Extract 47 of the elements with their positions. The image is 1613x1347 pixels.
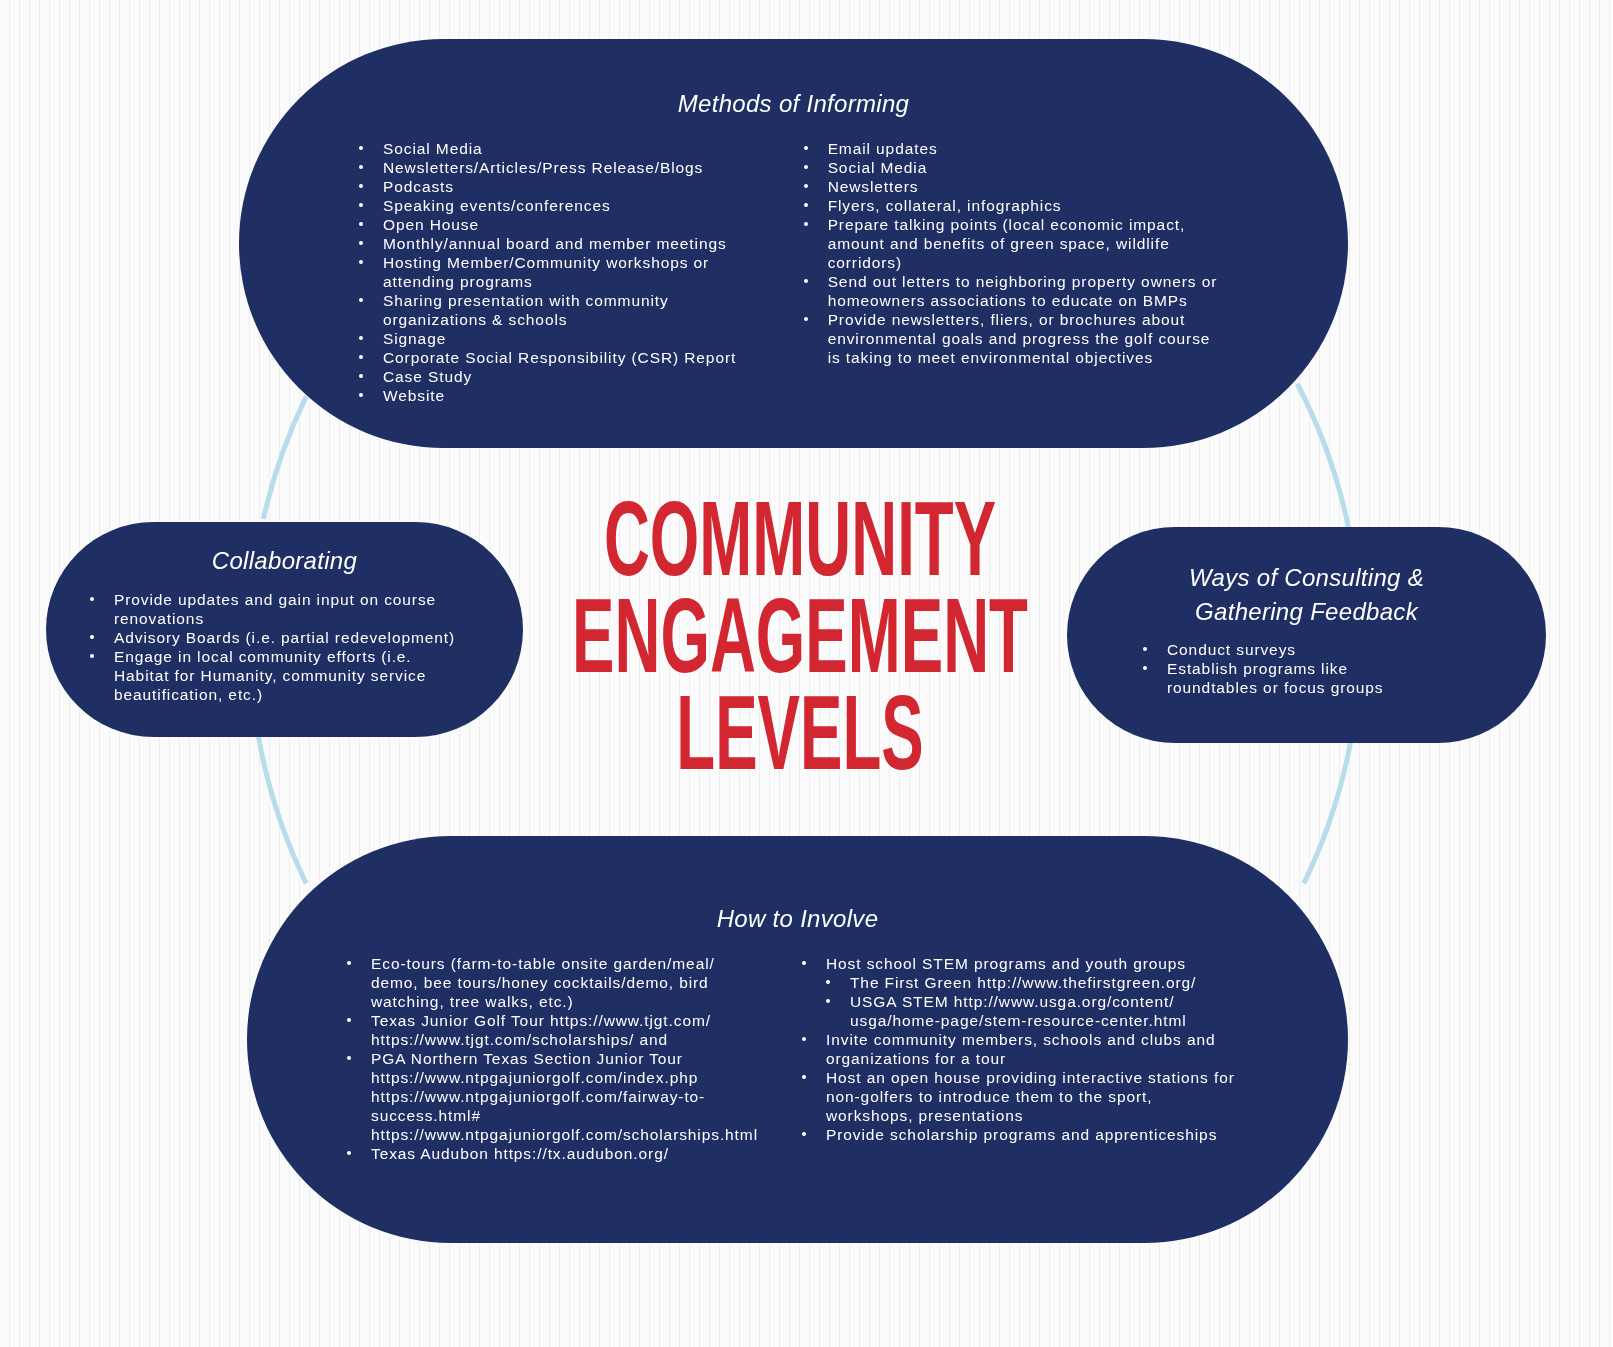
connector-arc (1295, 382, 1352, 530)
bullet-text: Corporate Social Responsibility (CSR) Report (383, 347, 737, 367)
connector-arc (260, 395, 309, 520)
pill-panel (239, 39, 1348, 448)
bullet-text: Monthly/annual board and member meetings (383, 233, 727, 253)
panel-heading: Methods of Informing (677, 89, 910, 119)
bullet-text: Engage in local community efforts (i.e. Habitat for Humanity, community service beautification, etc.) (114, 646, 428, 704)
pill-panel (46, 522, 523, 737)
bullet-text: USGA STEM http://www.usga.org/content/ usga/home-page/stem-resource-center.html (850, 991, 1188, 1030)
bullet-text: PGA Northern Texas Section Junior Tour https://www.ntpgajuniorgolf.com/index.php https://www.ntpgajuniorgolf.com/fairway-to-success.html# https://www.ntpgajuniorgolf.com/scholarships.html (371, 1048, 759, 1144)
bullet-text: Conduct surveys (1167, 640, 1296, 660)
panel-heading: Collaborating (211, 546, 358, 576)
pill-panel (1067, 527, 1546, 743)
bullet-text: Sharing presentation with community organizations & schools (383, 290, 670, 329)
bullet-text: Email updates (827, 138, 938, 158)
bullet-text: Texas Audubon https://tx.audubon.org/ (371, 1143, 669, 1163)
bullet-text: Speaking events/conferences (383, 195, 611, 215)
bullet-text: Send out letters to neighboring property owners or homeowners associations to educate on BMPs (827, 271, 1219, 310)
bullet-text: Host an open house providing interactive stations for non-golfers to introduce them to the sport, workshops, presentations (826, 1067, 1236, 1125)
bullet-text: Open House (383, 214, 480, 234)
bullet-text: Podcasts (383, 176, 454, 196)
bullet-text: Website (383, 385, 445, 405)
bullet-text: Signage (383, 328, 447, 348)
bullet-text: The First Green http://www.thefirstgreen.org/ (850, 972, 1197, 992)
bullet-text: Social Media (383, 138, 483, 158)
bullet-text: Hosting Member/Community workshops or attending programs (383, 252, 711, 291)
bullet-text: Newsletters/Articles/Press Release/Blogs (383, 157, 704, 177)
bullet-text: Provide scholarship programs and apprenticeships (826, 1124, 1218, 1144)
bullet-text: Eco-tours (farm-to-table onsite garden/meal/ demo, bee tours/honey cocktails/demo, bird watching, tree walks, etc.) (371, 953, 716, 1011)
pill-panel (247, 836, 1348, 1243)
bullet-text: Provide newsletters, fliers, or brochures about environmental goals and progress the golf course is taking to meet environmental objectives (827, 309, 1212, 367)
bullet-text: Texas Junior Golf Tour https://www.tjgt.com/ https://www.tjgt.com/scholarships/ and (371, 1010, 712, 1049)
bullet-text: Social Media (827, 157, 928, 177)
connector-arc (256, 735, 309, 885)
panel-heading: How to Involve (716, 904, 879, 934)
bullet-text: Newsletters (827, 176, 919, 196)
diagram-title: COMMUNITY ENGAGEMENT LEVELS (571, 490, 1029, 781)
bullet-text: Advisory Boards (i.e. partial redevelopment) (114, 627, 456, 647)
bullet-text: Establish programs like roundtables or focus groups (1167, 659, 1385, 698)
bullet-text: Host school STEM programs and youth groups (826, 953, 1186, 973)
bullet-text: Invite community members, schools and clubs and organizations for a tour (826, 1029, 1217, 1068)
bullet-text: Provide updates and gain input on course renovations (114, 589, 438, 628)
connector-arc (1301, 740, 1354, 885)
bullet-text: Prepare talking points (local economic impact, amount and benefits of green space, wildlife corridors) (827, 214, 1187, 272)
panel-heading: Ways of Consulting & Gathering Feedback (1188, 563, 1425, 627)
bullet-text: Flyers, collateral, infographics (827, 195, 1062, 215)
bullet-text: Case Study (383, 366, 473, 386)
